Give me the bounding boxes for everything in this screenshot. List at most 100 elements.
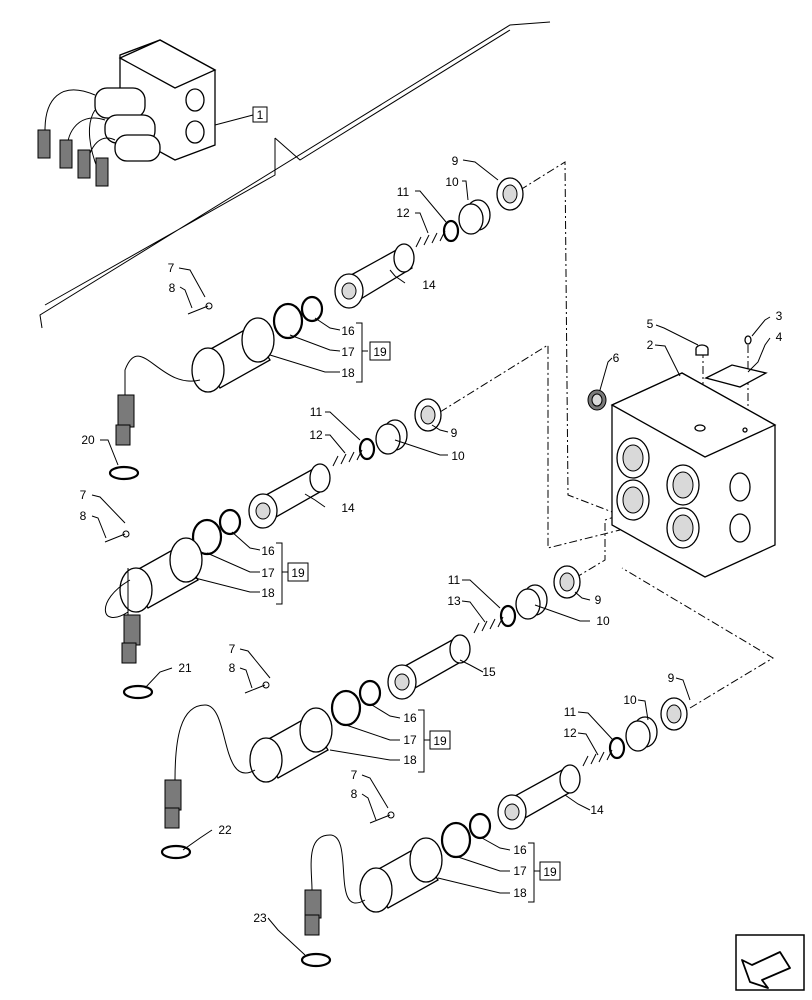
callout-16: 16	[341, 324, 355, 338]
solenoid-18-c	[164, 704, 333, 829]
callout-6: 6	[613, 351, 620, 365]
callout-8: 8	[351, 787, 358, 801]
callout-17: 17	[261, 566, 275, 580]
callout-23: 23	[253, 911, 267, 925]
solenoid-18-a	[115, 317, 275, 446]
callout-12: 12	[309, 428, 323, 442]
callout-7: 7	[351, 768, 358, 782]
callout-16: 16	[403, 711, 417, 725]
group-label-19-b: 19	[291, 566, 305, 580]
solenoid-18-d	[304, 834, 443, 936]
clamp-20	[108, 465, 140, 481]
clamp-22	[160, 844, 192, 860]
callout-7: 7	[229, 642, 236, 656]
group-label-19-c: 19	[433, 734, 447, 748]
group-label-box-19-b	[287, 562, 309, 582]
spring-12-d	[582, 749, 613, 767]
oring-16-b	[218, 508, 242, 536]
fitting-6	[587, 389, 607, 411]
cap-9-c	[553, 565, 581, 599]
sleeve-10-d	[625, 716, 658, 752]
callout-2: 2	[647, 338, 654, 352]
group-label-1: 1	[257, 108, 264, 122]
leader-lines	[91, 159, 771, 956]
callout-3: 3	[776, 309, 783, 323]
callout-14: 14	[590, 803, 604, 817]
oring-17-d	[440, 821, 472, 859]
group-label-box-19-c	[429, 730, 451, 750]
sleeve-10-b	[375, 419, 408, 455]
callout-8: 8	[229, 661, 236, 675]
oring-16-a	[300, 295, 324, 323]
callout-12: 12	[563, 726, 577, 740]
screw-3	[744, 335, 752, 345]
detail-boundary-line	[39, 21, 551, 329]
oring-11-a	[442, 219, 460, 243]
callout-10: 10	[445, 175, 459, 189]
callout-22: 22	[218, 823, 232, 837]
callout-11: 11	[397, 185, 410, 199]
screw-8-c	[244, 681, 270, 694]
callout-8: 8	[80, 509, 87, 523]
callout-20: 20	[81, 433, 95, 447]
cap-9-b	[414, 398, 442, 432]
callout-18: 18	[341, 366, 355, 380]
callout-7: 7	[80, 488, 87, 502]
spring-13	[473, 616, 504, 634]
group-label-box-19-a	[369, 341, 391, 361]
sleeve-10-c	[515, 584, 548, 620]
callout-16: 16	[261, 544, 275, 558]
callout-9: 9	[668, 671, 675, 685]
valve-body	[610, 372, 777, 578]
screw-8-d	[369, 811, 395, 824]
callout-17: 17	[403, 733, 417, 747]
callout-12: 12	[396, 206, 410, 220]
oring-17-a	[272, 302, 304, 340]
callout-11: 11	[448, 573, 461, 587]
callout-10: 10	[451, 449, 465, 463]
group-label-box-19-d	[539, 861, 561, 881]
assembled-valve-inset	[37, 39, 254, 187]
spool-14-b	[248, 463, 331, 529]
callout-15: 15	[482, 665, 496, 679]
callout-18: 18	[261, 586, 275, 600]
callout-18: 18	[513, 886, 527, 900]
screw-8-b	[104, 530, 130, 543]
sleeve-10-a	[458, 199, 491, 235]
spool-14-d	[497, 764, 581, 830]
callout-9: 9	[452, 154, 459, 168]
callout-11: 11	[310, 405, 323, 419]
callout-17: 17	[341, 345, 355, 359]
callout-10: 10	[623, 693, 637, 707]
oring-11-d	[608, 736, 626, 760]
axis-line-2	[439, 344, 621, 549]
cap-9-d	[660, 697, 688, 731]
clamp-23	[300, 952, 332, 968]
callout-11: 11	[564, 705, 577, 719]
spring-12-a	[415, 230, 446, 248]
screw-8-a	[187, 302, 213, 315]
callout-14: 14	[422, 278, 436, 292]
next-page-arrow-button[interactable]	[735, 934, 805, 991]
group-label-19-a: 19	[373, 345, 387, 359]
group-label-19-d: 19	[543, 865, 557, 879]
spool-15	[387, 634, 471, 700]
callout-4: 4	[776, 330, 783, 344]
callout-10: 10	[596, 614, 610, 628]
callout-7: 7	[168, 261, 175, 275]
callout-17: 17	[513, 864, 527, 878]
plate-4	[704, 364, 768, 388]
callout-16: 16	[513, 843, 527, 857]
callout-labels: 9 10 11 12 14 7 8 16 17 18 20 11 12 9 10…	[80, 154, 783, 925]
callout-14: 14	[341, 501, 355, 515]
group-label-box-1	[252, 106, 268, 123]
oring-16-d	[468, 812, 492, 840]
arrow-icon	[741, 951, 791, 989]
oring-16-c	[358, 679, 382, 707]
callout-9: 9	[595, 593, 602, 607]
spool-14-a	[334, 243, 415, 309]
clamp-21	[122, 684, 154, 700]
callout-18: 18	[403, 753, 417, 767]
axis-line-1	[519, 161, 621, 516]
